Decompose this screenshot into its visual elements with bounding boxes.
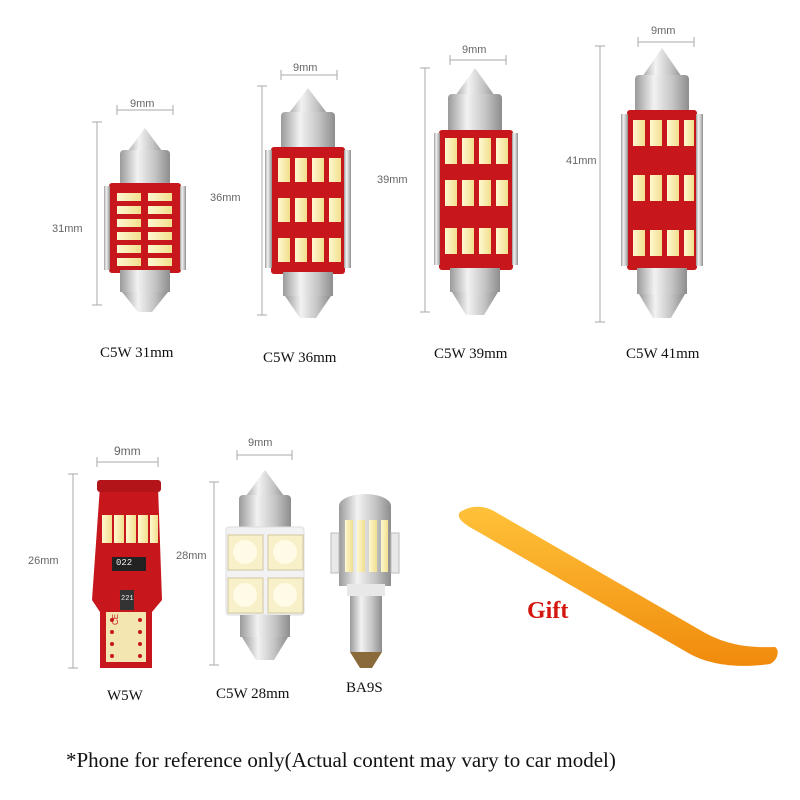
- bulb-c5w-31mm: [92, 105, 186, 312]
- caption-w5w: W5W: [107, 688, 143, 704]
- ce-rohs-marking: CE RoHS: [111, 590, 120, 625]
- width-label-36mm: 9mm: [293, 62, 318, 74]
- height-label-w5w: 26mm: [28, 555, 59, 567]
- bulb-c5w-41mm: [595, 37, 703, 323]
- height-label-28mm: 28mm: [176, 550, 207, 562]
- bulb-w5w: [68, 457, 162, 669]
- height-label-39mm: 39mm: [377, 174, 408, 186]
- width-label-39mm: 9mm: [462, 44, 487, 56]
- caption-c5w-36mm: C5W 36mm: [263, 350, 337, 366]
- bulb-c5w-36mm: [257, 70, 351, 318]
- board-text-022: 022: [116, 558, 133, 568]
- gift-label: Gift: [527, 598, 569, 624]
- height-label-31mm: 31mm: [52, 223, 83, 235]
- caption-ba9s: BA9S: [346, 680, 383, 696]
- bulb-c5w-39mm: [420, 55, 518, 315]
- caption-c5w-31mm: C5W 31mm: [100, 345, 174, 361]
- board-text-221: 221: [121, 595, 134, 603]
- width-label-28mm: 9mm: [248, 437, 273, 449]
- width-label-w5w: 9mm: [114, 444, 141, 458]
- height-label-41mm: 41mm: [566, 155, 597, 167]
- caption-c5w-39mm: C5W 39mm: [434, 346, 508, 362]
- footnote: *Phone for reference only(Actual content…: [66, 748, 616, 772]
- pry-tool-gift: [458, 506, 778, 666]
- bulb-c5w-28mm: [209, 450, 305, 666]
- caption-c5w-41mm: C5W 41mm: [626, 346, 700, 362]
- width-label-41mm: 9mm: [651, 25, 676, 37]
- caption-c5w-28mm: C5W 28mm: [216, 686, 290, 702]
- height-label-36mm: 36mm: [210, 192, 241, 204]
- bulb-ba9s: [330, 494, 400, 668]
- width-label-31mm: 9mm: [130, 98, 155, 110]
